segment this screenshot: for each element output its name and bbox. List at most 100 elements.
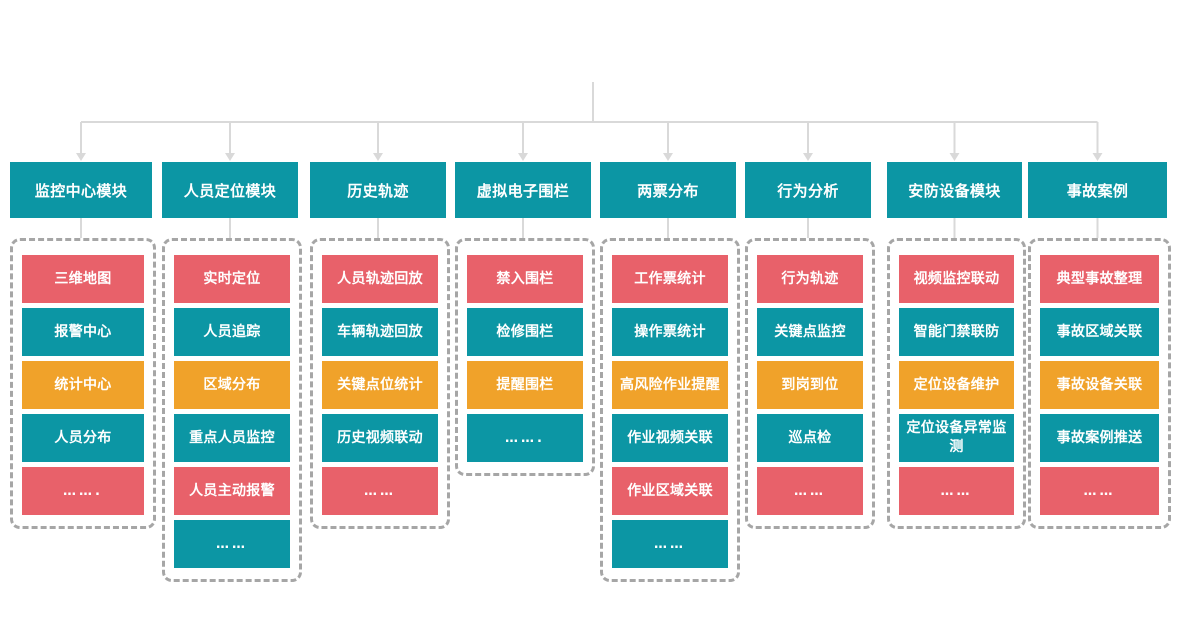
feature-item-label: 三维地图 bbox=[54, 270, 112, 287]
feature-item-ellipsis[interactable]: …… bbox=[174, 520, 290, 568]
feature-item-label: 事故设备关联 bbox=[1056, 376, 1143, 393]
feature-item[interactable]: 事故区域关联 bbox=[1040, 308, 1159, 356]
module-header-label: 事故案例 bbox=[1066, 181, 1129, 200]
feature-item[interactable]: 作业视频关联 bbox=[612, 414, 728, 462]
module-header[interactable]: 事故案例 bbox=[1028, 162, 1167, 218]
module-column: 历史轨迹人员轨迹回放车辆轨迹回放关键点位统计历史视频联动 …… bbox=[310, 162, 450, 529]
feature-item[interactable]: 行为轨迹 bbox=[757, 255, 863, 303]
feature-item[interactable]: 到岗到位 bbox=[757, 361, 863, 409]
feature-item-label: 人员追踪 bbox=[203, 323, 261, 340]
feature-item-label: 报警中心 bbox=[54, 323, 112, 340]
module-column: 人员定位模块实时定位人员追踪区域分布重点人员监控人员主动报警 …… bbox=[162, 162, 302, 582]
module-header[interactable]: 监控中心模块 bbox=[10, 162, 152, 218]
module-header[interactable]: 虚拟电子围栏 bbox=[455, 162, 591, 218]
feature-item-label: 高风险作业提醒 bbox=[619, 376, 721, 393]
feature-item-label: 定位设备异常监测 bbox=[906, 420, 1007, 455]
module-header[interactable]: 安防设备模块 bbox=[887, 162, 1022, 218]
feature-item-label: 视频监控联动 bbox=[913, 270, 1000, 287]
module-header[interactable]: 历史轨迹 bbox=[310, 162, 446, 218]
feature-item[interactable]: 报警中心 bbox=[22, 308, 144, 356]
feature-item-label: 到岗到位 bbox=[781, 376, 839, 393]
feature-item-label: ……. bbox=[505, 430, 545, 446]
feature-item-label: ……. bbox=[63, 483, 103, 499]
module-column: 虚拟电子围栏禁入围栏检修围栏提醒围栏 ……. bbox=[455, 162, 595, 476]
module-group-box: 典型事故整理事故区域关联事故设备关联事故案例推送 …… bbox=[1028, 238, 1171, 529]
feature-item[interactable]: 人员轨迹回放 bbox=[322, 255, 438, 303]
feature-item[interactable]: 巡点检 bbox=[757, 414, 863, 462]
feature-item-label: …… bbox=[794, 483, 826, 499]
feature-item-label: 事故区域关联 bbox=[1056, 323, 1143, 340]
module-group-box: 实时定位人员追踪区域分布重点人员监控人员主动报警 …… bbox=[162, 238, 302, 582]
feature-item-label: 工作票统计 bbox=[634, 270, 706, 287]
feature-item-ellipsis[interactable]: ……. bbox=[22, 467, 144, 515]
feature-item[interactable]: 定位设备异常监测 bbox=[899, 414, 1014, 462]
feature-item-label: …… bbox=[1083, 483, 1116, 499]
feature-item-label: 统计中心 bbox=[54, 376, 112, 393]
feature-item[interactable]: 高风险作业提醒 bbox=[612, 361, 728, 409]
module-header-label: 安防设备模块 bbox=[908, 181, 1001, 200]
feature-item[interactable]: 事故设备关联 bbox=[1040, 361, 1159, 409]
feature-item-label: 区域分布 bbox=[203, 376, 261, 393]
feature-item[interactable]: 三维地图 bbox=[22, 255, 144, 303]
feature-item-label: 定位设备维护 bbox=[913, 376, 1000, 393]
feature-item[interactable]: 重点人员监控 bbox=[174, 414, 290, 462]
feature-item[interactable]: 定位设备维护 bbox=[899, 361, 1014, 409]
feature-item[interactable]: 操作票统计 bbox=[612, 308, 728, 356]
feature-item[interactable]: 工作票统计 bbox=[612, 255, 728, 303]
feature-item-label: 人员分布 bbox=[54, 429, 112, 446]
feature-item[interactable]: 人员追踪 bbox=[174, 308, 290, 356]
feature-item-label: …… bbox=[364, 483, 396, 499]
feature-item-ellipsis[interactable]: ……. bbox=[467, 414, 583, 462]
feature-item-ellipsis[interactable]: …… bbox=[757, 467, 863, 515]
module-column: 行为分析行为轨迹关键点监控到岗到位巡点检 …… bbox=[745, 162, 875, 529]
feature-item[interactable]: 视频监控联动 bbox=[899, 255, 1014, 303]
root-title-box: 基于人员定位的三维智能安全管控平台 bbox=[476, 26, 710, 82]
feature-item-label: 车辆轨迹回放 bbox=[337, 323, 423, 340]
feature-item-label: 作业视频关联 bbox=[627, 429, 713, 446]
feature-item[interactable]: 历史视频联动 bbox=[322, 414, 438, 462]
module-group-box: 三维地图报警中心统计中心人员分布 ……. bbox=[10, 238, 156, 529]
feature-item-ellipsis[interactable]: …… bbox=[322, 467, 438, 515]
feature-item-label: 检修围栏 bbox=[496, 323, 554, 340]
feature-item-label: 实时定位 bbox=[203, 270, 261, 287]
feature-item[interactable]: 车辆轨迹回放 bbox=[322, 308, 438, 356]
feature-item-label: 人员主动报警 bbox=[189, 482, 275, 499]
feature-item[interactable]: 检修围栏 bbox=[467, 308, 583, 356]
module-group-box: 视频监控联动智能门禁联防定位设备维护定位设备异常监测 …… bbox=[887, 238, 1026, 529]
feature-item[interactable]: 作业区域关联 bbox=[612, 467, 728, 515]
feature-item[interactable]: 禁入围栏 bbox=[467, 255, 583, 303]
feature-item-ellipsis[interactable]: …… bbox=[612, 520, 728, 568]
feature-item-label: 关键点位统计 bbox=[337, 376, 423, 393]
feature-item[interactable]: 关键点位统计 bbox=[322, 361, 438, 409]
feature-item-label: 提醒围栏 bbox=[496, 376, 554, 393]
feature-item[interactable]: 人员主动报警 bbox=[174, 467, 290, 515]
module-column: 两票分布工作票统计操作票统计高风险作业提醒作业视频关联作业区域关联 …… bbox=[600, 162, 740, 582]
feature-item[interactable]: 实时定位 bbox=[174, 255, 290, 303]
feature-item-label: 巡点检 bbox=[788, 429, 832, 446]
module-header-label: 虚拟电子围栏 bbox=[476, 181, 570, 200]
feature-item[interactable]: 统计中心 bbox=[22, 361, 144, 409]
feature-item[interactable]: 智能门禁联防 bbox=[899, 308, 1014, 356]
module-group-box: 禁入围栏检修围栏提醒围栏 ……. bbox=[455, 238, 595, 476]
feature-item[interactable]: 事故案例推送 bbox=[1040, 414, 1159, 462]
root-title-label: 基于人员定位的三维智能安全管控平台 bbox=[485, 32, 701, 75]
feature-item[interactable]: 提醒围栏 bbox=[467, 361, 583, 409]
module-group-box: 人员轨迹回放车辆轨迹回放关键点位统计历史视频联动 …… bbox=[310, 238, 450, 529]
module-group-box: 工作票统计操作票统计高风险作业提醒作业视频关联作业区域关联 …… bbox=[600, 238, 740, 582]
feature-item-label: 行为轨迹 bbox=[781, 270, 839, 287]
feature-item[interactable]: 关键点监控 bbox=[757, 308, 863, 356]
feature-item[interactable]: 区域分布 bbox=[174, 361, 290, 409]
module-header-label: 历史轨迹 bbox=[347, 181, 409, 200]
feature-item-ellipsis[interactable]: …… bbox=[899, 467, 1014, 515]
module-header[interactable]: 两票分布 bbox=[600, 162, 736, 218]
feature-item[interactable]: 典型事故整理 bbox=[1040, 255, 1159, 303]
module-header[interactable]: 行为分析 bbox=[745, 162, 871, 218]
feature-item-label: 智能门禁联防 bbox=[913, 323, 1000, 340]
feature-item-label: 历史视频联动 bbox=[337, 429, 423, 446]
module-header[interactable]: 人员定位模块 bbox=[162, 162, 298, 218]
feature-item-label: 重点人员监控 bbox=[189, 429, 275, 446]
feature-item-label: 操作票统计 bbox=[634, 323, 706, 340]
feature-item[interactable]: 人员分布 bbox=[22, 414, 144, 462]
feature-item-ellipsis[interactable]: …… bbox=[1040, 467, 1159, 515]
module-header-label: 人员定位模块 bbox=[183, 181, 277, 200]
